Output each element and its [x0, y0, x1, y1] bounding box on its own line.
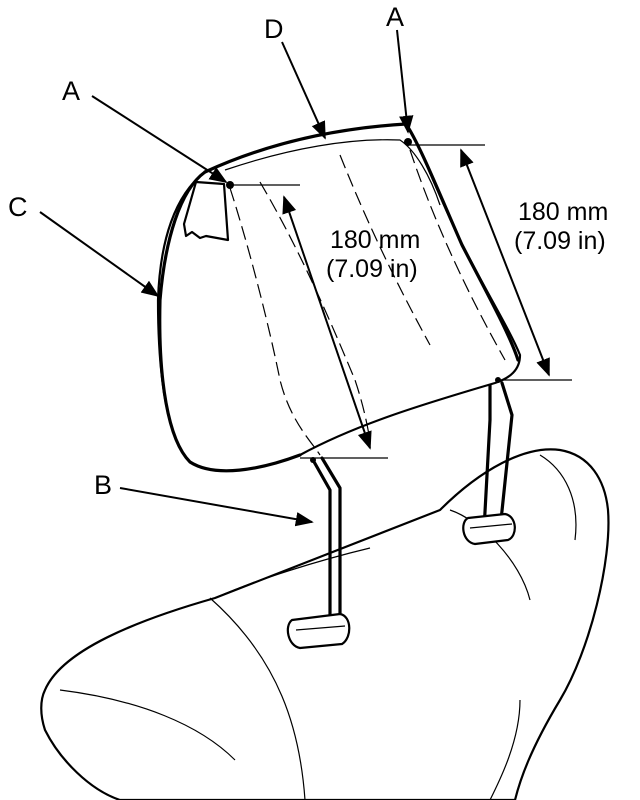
headrest-body: [156, 122, 522, 473]
leader-d: [281, 41, 326, 140]
leader-a-left: [91, 95, 228, 183]
callout-a-right: A: [386, 2, 404, 32]
dimension-right: [410, 144, 572, 381]
dimension-right-metric: 180 mm: [518, 198, 608, 226]
stay-point-b: [310, 457, 316, 463]
leader-b: [119, 487, 314, 527]
callout-a-left: A: [62, 76, 80, 106]
dimension-left-metric: 180 mm: [330, 226, 420, 254]
dimension-left-imperial: (7.09 in): [326, 255, 418, 283]
leader-c: [39, 211, 160, 298]
attachment-point-left: [226, 181, 234, 189]
callout-d: D: [264, 14, 284, 44]
leader-a-right: [396, 29, 414, 134]
headrest-stays: [286, 381, 516, 650]
callout-c: C: [8, 192, 28, 222]
callout-b: B: [94, 470, 112, 500]
stay-point-right: [495, 377, 501, 383]
dimension-right-imperial: (7.09 in): [514, 227, 606, 255]
attachment-point-right: [404, 138, 412, 146]
